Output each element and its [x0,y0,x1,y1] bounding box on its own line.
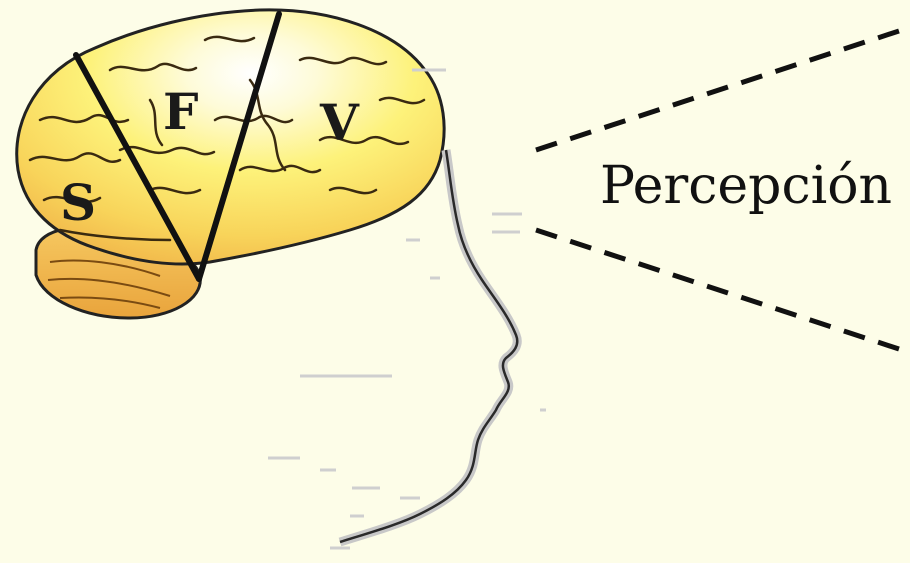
region-label-v: V [320,93,359,152]
upper-ray [535,25,909,153]
face-profile [268,68,546,550]
region-label-s: S [60,173,97,232]
region-label-f: F [163,82,199,141]
perception-caption: Percepción [600,156,893,216]
perception-rays [535,25,909,355]
lower-ray [535,227,909,355]
brain-folds [28,35,426,242]
region-dividers [73,11,282,282]
